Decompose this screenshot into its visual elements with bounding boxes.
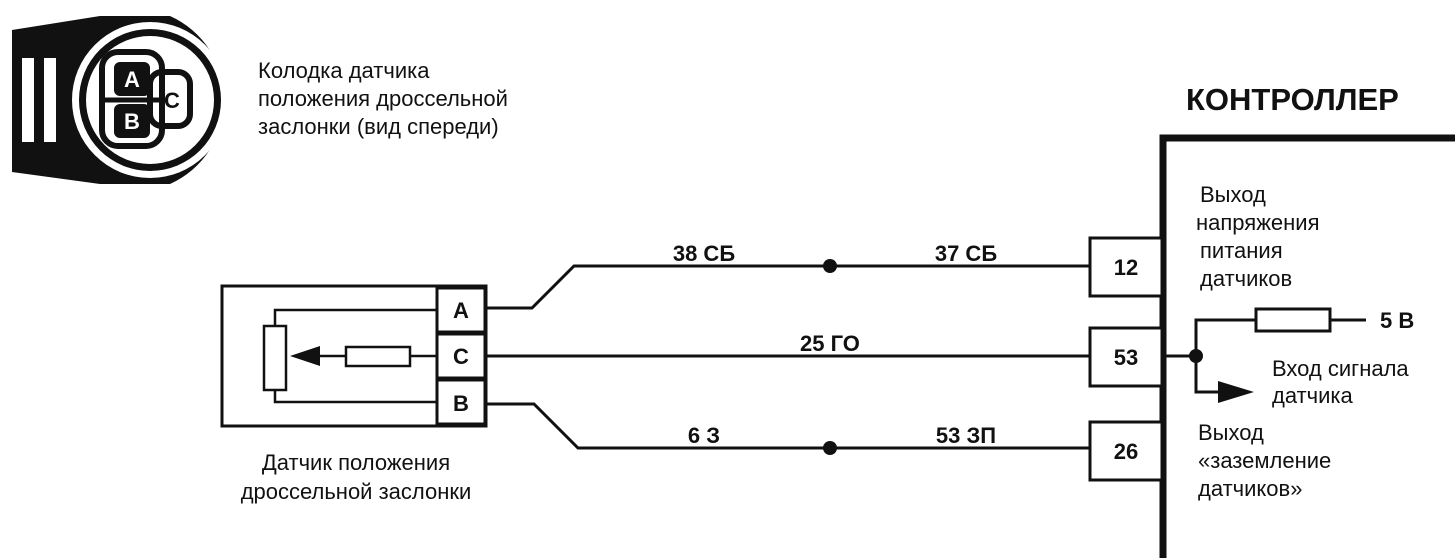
wire-b: 6 З 53 ЗП [486,402,1090,455]
svg-text:положения дроссельной: положения дроссельной [258,86,508,111]
svg-text:26: 26 [1114,439,1138,464]
signal-input-label: Вход сигнала датчика [1272,356,1409,408]
sensor-block: A C B [220,284,488,428]
svg-text:датчика: датчика [1272,383,1354,408]
controller-pin-26 [1088,420,1164,482]
svg-text:заслонки (вид спереди): заслонки (вид спереди) [258,114,499,139]
svg-text:12: 12 [1114,255,1138,280]
svg-text:Выход: Выход [1200,182,1266,207]
svg-text:C: C [453,344,469,369]
potentiometer-icon [262,324,288,392]
controller-title: КОНТРОЛЛЕР [1186,82,1399,117]
wire-c: 25 ГО [486,331,1090,358]
wire-b-left-label: 6 З [688,423,720,448]
svg-text:Датчик положения: Датчик положения [262,450,450,475]
wire-a-splice [823,259,837,273]
svg-text:B: B [124,109,140,134]
wire-b-right-label: 53 ЗП [936,423,996,448]
wire-a-right-label: 37 СБ [935,241,997,266]
wiper-arrow-icon [290,346,320,366]
wire-c-label: 25 ГО [800,331,860,356]
svg-text:напряжения: напряжения [1196,210,1320,235]
signal-input-arrow-icon [1218,381,1254,403]
pullup-resistor-icon [1254,307,1332,333]
supply-voltage-label: 5 В [1380,308,1414,333]
svg-text:B: B [453,391,469,416]
svg-text:Колодка датчика: Колодка датчика [258,58,430,83]
svg-text:дроссельной заслонки: дроссельной заслонки [241,479,472,504]
wire-a-left-label: 38 СБ [673,241,735,266]
connector-caption: Колодка датчика положения дроссельной за… [258,58,508,139]
connector-pin-a [114,62,150,96]
connector-pin-b [114,104,150,138]
svg-text:«заземление: «заземление [1198,448,1331,473]
wire-b-splice [823,441,837,455]
wire-a: 38 СБ 37 СБ [486,241,1090,310]
controller-block: КОНТРОЛЛЕР 12 53 26 Выход напряжения пит… [1088,82,1455,558]
svg-text:A: A [124,67,140,92]
svg-text:Выход: Выход [1198,420,1264,445]
controller-pin-12 [1088,236,1164,298]
svg-text:C: C [164,88,180,113]
svg-text:датчиков»: датчиков» [1198,476,1302,501]
controller-pin-53 [1088,326,1164,388]
svg-text:53: 53 [1114,345,1138,370]
ground-output-label: Выход «заземление датчиков» [1198,420,1331,501]
svg-text:датчиков: датчиков [1200,266,1292,291]
connector-front-view: A B C [12,16,228,184]
svg-text:A: A [453,298,469,323]
sensor-pin-c [435,332,487,380]
svg-text:Вход сигнала: Вход сигнала [1272,356,1409,381]
sensor-resistor-icon [344,345,412,368]
sensor-caption: Датчик положения дроссельной заслонки [241,450,472,504]
svg-text:питания: питания [1200,238,1283,263]
supply-output-label: Выход напряжения питания датчиков [1196,182,1320,291]
